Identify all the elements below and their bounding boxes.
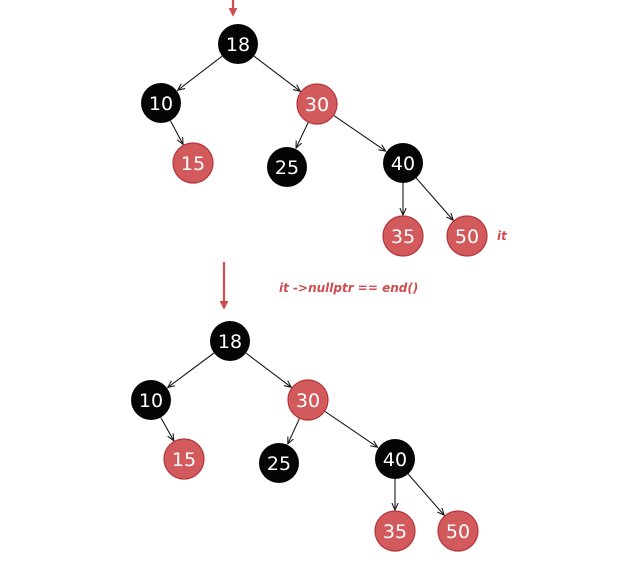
edge-30-25: [296, 121, 309, 148]
node-label-10: 10: [139, 390, 163, 412]
node-15: 15: [172, 142, 214, 184]
node-circle-35: [374, 510, 416, 552]
node-50: 50: [446, 215, 488, 257]
node-15: 15: [163, 438, 205, 480]
edge-18-30: [253, 55, 300, 91]
node-35: 35: [382, 215, 424, 257]
node-35: 35: [374, 510, 416, 552]
node-label-50: 50: [446, 521, 470, 543]
edge-30-40: [324, 410, 378, 447]
node-circle-50: [437, 510, 479, 552]
node-label-35: 35: [391, 226, 415, 248]
node-circle-30: [287, 379, 329, 421]
node-18: 18: [210, 321, 250, 361]
node-circle-50: [446, 215, 488, 257]
edge-30-40: [333, 114, 386, 151]
iterator-label: it: [497, 229, 508, 243]
node-circle-15: [172, 142, 214, 184]
edge-40-50: [407, 473, 444, 515]
node-circle-35: [382, 215, 424, 257]
node-25: 25: [267, 147, 307, 187]
node-label-40: 40: [383, 449, 407, 471]
edge-30-25: [288, 417, 301, 444]
node-30: 30: [287, 379, 329, 421]
edge-18-10: [178, 55, 223, 90]
node-label-30: 30: [296, 390, 320, 412]
node-circle-15: [163, 438, 205, 480]
edge-10-15: [160, 417, 174, 441]
node-label-18: 18: [226, 34, 250, 56]
node-circle-10: [131, 380, 171, 420]
node-50: 50: [437, 510, 479, 552]
node-label-35: 35: [383, 521, 407, 543]
node-10: 10: [141, 83, 181, 123]
node-label-15: 15: [172, 449, 196, 471]
node-circle-10: [141, 83, 181, 123]
node-40: 40: [383, 143, 423, 183]
node-circle-40: [375, 439, 415, 479]
edge-18-10: [168, 352, 215, 387]
node-circle-18: [218, 24, 258, 64]
node-label-15: 15: [181, 153, 205, 175]
node-label-40: 40: [391, 153, 415, 175]
node-30: 30: [296, 83, 338, 125]
tree-before: 18 10 30 15 25 40 35 50: [141, 24, 488, 257]
node-circle-18: [210, 321, 250, 361]
node-circle-25: [259, 443, 299, 483]
tree-after: 18 10 30 15 25 40 35 50: [131, 321, 479, 552]
node-label-50: 50: [455, 226, 479, 248]
edge-10-15: [169, 120, 183, 145]
node-label-18: 18: [218, 331, 242, 353]
node-10: 10: [131, 380, 171, 420]
node-label-25: 25: [275, 157, 299, 179]
node-40: 40: [375, 439, 415, 479]
node-label-25: 25: [267, 453, 291, 475]
edge-18-30: [245, 352, 291, 387]
node-label-30: 30: [305, 94, 329, 116]
end-comparison-label: it ->nullptr == end(): [279, 281, 418, 295]
edge-40-50: [415, 177, 453, 220]
node-label-10: 10: [149, 93, 173, 115]
node-circle-25: [267, 147, 307, 187]
node-18: 18: [218, 24, 258, 64]
node-25: 25: [259, 443, 299, 483]
node-circle-30: [296, 83, 338, 125]
node-circle-40: [383, 143, 423, 183]
